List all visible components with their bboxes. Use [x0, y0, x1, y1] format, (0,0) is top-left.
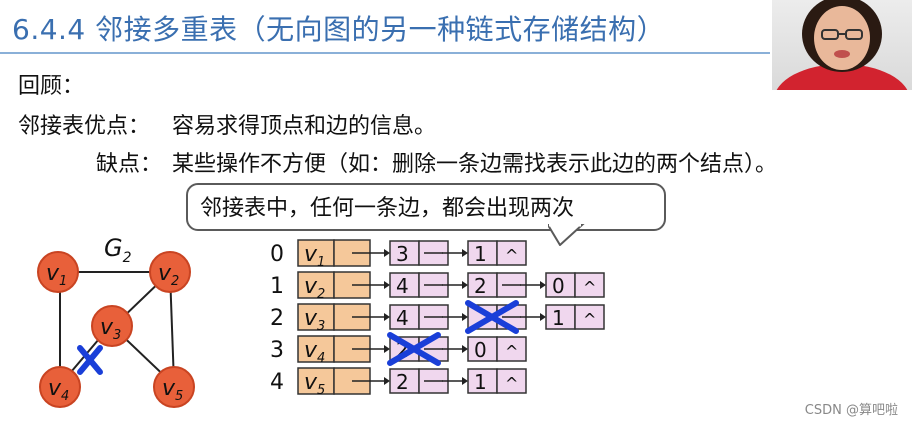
node-index-value: 2 [396, 370, 409, 394]
callout-text: 邻接表中，任何一条边，都会出现两次 [200, 190, 574, 222]
null-symbol: ^ [583, 310, 596, 329]
vertex-v2: v2 [150, 252, 190, 292]
node-index-value: 1 [474, 370, 487, 394]
link-arrow-head [462, 345, 468, 353]
link-arrow-head [540, 313, 546, 321]
presenter-video [772, 0, 912, 90]
callout-bubble: 邻接表中，任何一条边，都会出现两次 [186, 183, 666, 231]
link-arrow-head [462, 281, 468, 289]
null-symbol: ^ [505, 246, 518, 265]
row-index: 0 [270, 242, 284, 267]
node-index-value: 4 [396, 274, 409, 298]
link-arrow-head [384, 313, 390, 321]
link-arrow-head [462, 249, 468, 257]
link-arrow-head [384, 345, 390, 353]
vertex-v1: v1 [38, 252, 78, 292]
title-divider [0, 52, 770, 54]
null-symbol: ^ [505, 374, 518, 393]
node-index-value: 0 [552, 274, 565, 298]
edge-cross-mark [80, 348, 100, 372]
advantages-label: 邻接表优点： [18, 108, 150, 140]
node-index-value: 1 [474, 242, 487, 266]
row-index: 3 [270, 338, 284, 363]
link-arrow-head [462, 377, 468, 385]
disadvantages-text: 某些操作不方便（如：删除一条边需找表示此边的两个结点）。 [172, 146, 777, 178]
advantages-text: 容易求得顶点和边的信息。 [172, 108, 436, 140]
node-index-value: 3 [396, 242, 409, 266]
vertex-v3: v3 [92, 306, 132, 346]
review-label: 回顾： [18, 68, 84, 100]
link-arrow-head [540, 281, 546, 289]
null-symbol: ^ [505, 342, 518, 361]
presenter-figure [772, 0, 912, 90]
node-index-value: 4 [396, 306, 409, 330]
graph-label: G2 [104, 234, 132, 266]
link-arrow-head [384, 281, 390, 289]
vertex-v4: v4 [40, 367, 80, 407]
row-index: 2 [270, 306, 284, 331]
page-title: 6.4.4 邻接多重表（无向图的另一种链式存储结构） [12, 8, 665, 48]
link-arrow-head [462, 313, 468, 321]
watermark: CSDN @算吧啦 [805, 399, 898, 418]
row-index: 1 [270, 274, 284, 299]
link-arrow-head [384, 377, 390, 385]
link-arrow-head [384, 249, 390, 257]
node-index-value: 0 [474, 338, 487, 362]
row-index: 4 [270, 370, 284, 395]
node-index-value: 2 [474, 274, 487, 298]
node-index-value: 1 [552, 306, 565, 330]
title-bar: 6.4.4 邻接多重表（无向图的另一种链式存储结构） [0, 0, 770, 56]
vertex-v5: v5 [154, 367, 194, 407]
null-symbol: ^ [583, 278, 596, 297]
disadvantages-label: 缺点： [96, 146, 162, 178]
graph-g2: G2 v1 v2 v3 v4 v5 [0, 220, 240, 420]
